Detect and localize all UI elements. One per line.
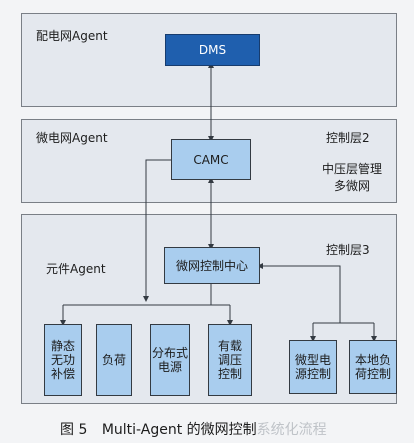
local-load-control-label: 本地负荷控制 [354,353,391,381]
component-agent-label: 元件Agent [46,262,106,276]
figure-caption: 图 5 Multi-Agent 的微网控制系统化流程 [60,419,327,439]
oltc-box: 有载调压控制 [208,324,252,396]
static-var-compensation-label: 静态无功补偿 [50,339,75,381]
mgcc-node: 微网控制中心 [164,247,260,284]
distributed-source-box: 分布式电源 [150,324,190,396]
load-label: 负荷 [101,353,126,367]
camc-node: CAMC [171,139,251,180]
micro-source-control-label: 微型电源控制 [294,353,331,381]
oltc-label: 有载调压控制 [217,339,242,381]
control-layer-2-label: 控制层2 [326,131,370,145]
local-load-control-box: 本地负荷控制 [349,340,397,394]
micro-source-control-box: 微型电源控制 [289,340,337,394]
load-box: 负荷 [96,324,132,396]
static-var-compensation-box: 静态无功补偿 [44,324,82,396]
distribution-agent-label: 配电网Agent [36,29,108,43]
microgrid-agent-label: 微电网Agent [36,131,108,145]
mv-management-label: 中压层管理 [322,162,383,176]
figure-number: 图 5 [60,422,88,438]
multi-microgrid-label: 多微网 [334,179,371,193]
figure-title: Multi-Agent 的微网控制 [101,422,257,438]
distributed-source-label: 分布式电源 [151,346,188,374]
control-layer-3-label: 控制层3 [326,243,370,257]
figure-title-obscured: 系统化流程 [256,422,327,438]
dms-node: DMS [165,34,260,66]
